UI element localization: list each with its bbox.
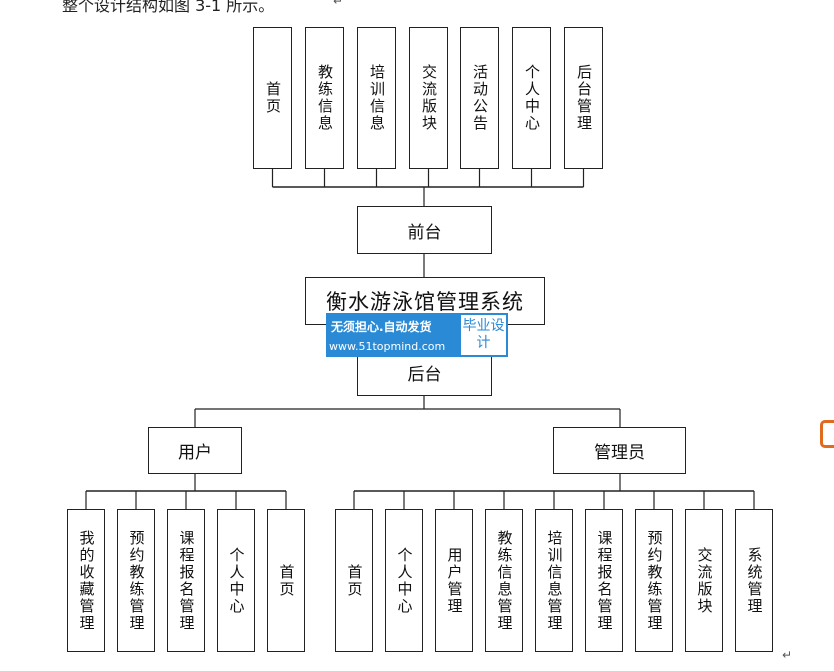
front-module-box: 活动公告	[460, 27, 499, 169]
admin-module-box: 首页	[335, 509, 373, 652]
front-module-box: 培训信息	[357, 27, 396, 169]
user-module-box: 我的收藏管理	[67, 509, 105, 652]
front-module-box: 首页	[253, 27, 292, 169]
intro-text: 整个设计结构如图 3-1 所示。	[62, 0, 275, 15]
front-module-label: 个人中心	[523, 64, 541, 132]
user-module-label: 首页	[277, 563, 296, 598]
system-title-node-label: 衡水游泳馆管理系统	[326, 290, 524, 314]
paragraph-mark: ↵	[333, 0, 344, 8]
front-module-box: 个人中心	[512, 27, 551, 169]
watermark-line1: 无须担心.自动发货	[331, 320, 432, 334]
admin-module-box: 培训信息管理	[535, 509, 573, 652]
front-module-label: 活动公告	[471, 64, 489, 132]
paragraph-mark-end: ↵	[782, 648, 793, 662]
user-module-label: 个人中心	[227, 546, 246, 615]
front-module-label: 后台管理	[575, 64, 593, 132]
front-module-label: 首页	[264, 81, 282, 115]
admin-module-label: 个人中心	[395, 546, 414, 615]
front-node-label: 前台	[407, 222, 442, 243]
watermark-badge: 毕业设计	[461, 315, 506, 355]
admin-module-label: 培训信息管理	[545, 529, 564, 632]
back-node-label: 后台	[407, 364, 442, 385]
user-module-label: 预约教练管理	[127, 529, 146, 632]
admin-module-label: 用户管理	[445, 546, 464, 615]
admin-module-box: 教练信息管理	[485, 509, 523, 652]
admin-module-label: 系统管理	[745, 546, 764, 615]
watermark: 无须担心.自动发货 www.51topmind.com 毕业设计	[326, 313, 508, 357]
user-module-box: 课程报名管理	[167, 509, 205, 652]
admin-module-box: 预约教练管理	[635, 509, 673, 652]
user-node: 用户	[148, 427, 242, 474]
side-logo-icon	[820, 420, 834, 448]
admin-node: 管理员	[553, 427, 686, 474]
user-module-label: 我的收藏管理	[77, 529, 96, 632]
admin-module-box: 交流版块	[685, 509, 723, 652]
front-module-label: 培训信息	[368, 64, 386, 132]
front-module-label: 教练信息	[316, 64, 334, 132]
user-module-box: 首页	[267, 509, 305, 652]
admin-module-label: 首页	[345, 563, 364, 598]
admin-module-box: 个人中心	[385, 509, 423, 652]
front-module-box: 后台管理	[564, 27, 603, 169]
admin-module-box: 系统管理	[735, 509, 773, 652]
user-module-box: 预约教练管理	[117, 509, 155, 652]
admin-module-box: 用户管理	[435, 509, 473, 652]
front-module-box: 交流版块	[409, 27, 448, 169]
front-node: 前台	[357, 206, 492, 254]
admin-module-label: 教练信息管理	[495, 529, 514, 632]
admin-module-label: 预约教练管理	[645, 529, 664, 632]
user-module-box: 个人中心	[217, 509, 255, 652]
admin-module-box: 课程报名管理	[585, 509, 623, 652]
admin-node-label: 管理员	[594, 443, 645, 463]
admin-module-label: 课程报名管理	[595, 529, 614, 632]
user-module-label: 课程报名管理	[177, 529, 196, 632]
front-module-label: 交流版块	[420, 64, 438, 132]
user-node-label: 用户	[178, 443, 212, 463]
watermark-line2: www.51topmind.com	[329, 340, 446, 353]
admin-module-label: 交流版块	[695, 546, 714, 615]
front-module-box: 教练信息	[305, 27, 344, 169]
